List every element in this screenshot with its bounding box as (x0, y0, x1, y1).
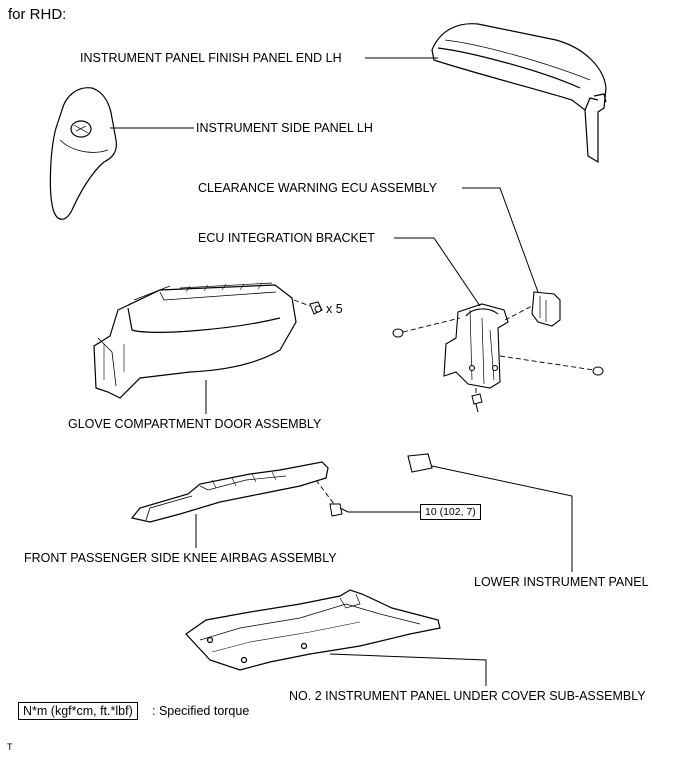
leader-clearance-ecu (462, 188, 538, 292)
screw-count-label: x 5 (326, 302, 343, 316)
glove-door-part (94, 283, 296, 398)
label-finish-panel-end: INSTRUMENT PANEL FINISH PANEL END LH (80, 51, 342, 65)
leader-lines (110, 58, 572, 686)
glove-door-screw (310, 302, 322, 314)
corner-mark: T (7, 742, 13, 752)
ecu-bracket-part (444, 304, 508, 388)
under-cover-part (186, 590, 440, 670)
finish-panel-end-part (432, 24, 606, 162)
side-panel-part (50, 88, 116, 220)
label-clearance-ecu: CLEARANCE WARNING ECU ASSEMBLY (198, 181, 437, 195)
clearance-ecu-part (532, 292, 560, 326)
bracket-fasteners (393, 329, 603, 412)
label-knee-airbag: FRONT PASSENGER SIDE KNEE AIRBAG ASSEMBL… (24, 551, 337, 565)
label-lower-panel: LOWER INSTRUMENT PANEL (474, 575, 649, 589)
leader-ecu-bracket (394, 238, 480, 306)
legend-unit-box: N*m (kgf*cm, ft.*lbf) (18, 702, 138, 720)
label-glove-door: GLOVE COMPARTMENT DOOR ASSEMBLY (68, 417, 322, 431)
label-ecu-bracket: ECU INTEGRATION BRACKET (198, 231, 375, 245)
knee-airbag-part (132, 462, 328, 522)
page-title: for RHD: (8, 6, 67, 23)
airbag-bolt (330, 504, 348, 516)
lower-panel-part (408, 454, 432, 472)
leader-lower-panel (432, 466, 572, 572)
dashed-alignment-lines (294, 300, 594, 504)
label-side-panel: INSTRUMENT SIDE PANEL LH (196, 121, 373, 135)
torque-spec-box: 10 (102, 7) (420, 504, 481, 520)
label-under-cover: NO. 2 INSTRUMENT PANEL UNDER COVER SUB-A… (289, 689, 646, 703)
leader-under-cover (330, 654, 486, 686)
legend-description: : Specified torque (152, 704, 250, 718)
